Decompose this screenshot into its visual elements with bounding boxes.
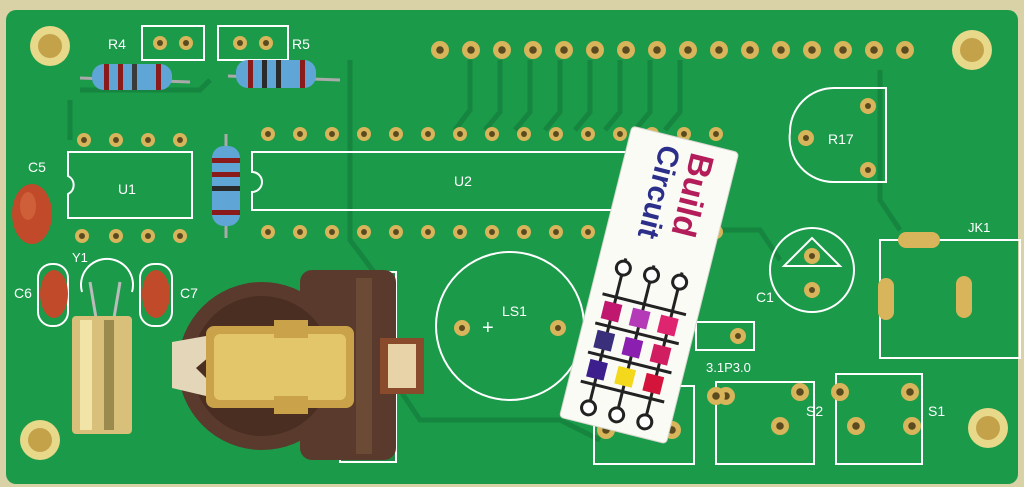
resistor-vertical [212, 134, 240, 238]
sticker-color-square [649, 343, 672, 366]
u2-footprint [251, 151, 701, 211]
c5-label: C5 [28, 159, 46, 175]
ls1-label: LS1 [502, 303, 527, 319]
r5-label: R5 [292, 36, 310, 52]
u2-label: U2 [454, 173, 472, 189]
copper-traces [67, 60, 903, 443]
s1-label: S1 [928, 403, 945, 419]
u1-label: U1 [118, 181, 136, 197]
p30-label: 3.1P3.0 [706, 360, 751, 375]
sticker-color-square [614, 365, 637, 388]
s2-label: S2 [806, 403, 823, 419]
r4-footprint [141, 25, 205, 61]
sticker-color-square [621, 336, 644, 359]
header-pin-row [431, 41, 914, 59]
capacitor-c6 [40, 270, 68, 318]
sticker-color-squares [586, 300, 679, 395]
resistor-r4 [79, 64, 191, 90]
c7-label: C7 [180, 285, 198, 301]
sticker-color-square [593, 329, 616, 352]
r17-footprint [788, 87, 887, 184]
crystal-y1 [72, 281, 132, 434]
sticker-color-square [628, 307, 651, 330]
c6-label: C6 [14, 285, 32, 301]
s1-footprint [835, 373, 923, 465]
c1-outline [769, 227, 855, 313]
coin-cell-holder [172, 270, 424, 463]
sticker-color-square [642, 372, 665, 395]
c1-label: C1 [756, 289, 774, 305]
sticker-color-square [656, 314, 679, 337]
switch-pads [597, 383, 921, 439]
sticker-color-square [586, 358, 608, 381]
mounting-holes [20, 26, 1008, 460]
sticker-color-square [600, 300, 623, 323]
r4-label: R4 [108, 36, 126, 52]
r17-label: R17 [828, 131, 854, 147]
resistor-r5 [227, 60, 341, 88]
capacitor-c7 [142, 270, 170, 318]
y1-label: Y1 [72, 250, 88, 265]
u1-footprint [67, 151, 193, 219]
plus-sign: + [482, 317, 494, 339]
jk1-label: JK1 [968, 220, 990, 235]
u1-pads [77, 133, 187, 147]
build-circuit-sticker: Build Circuit [559, 126, 739, 444]
s2-footprint [715, 381, 815, 465]
